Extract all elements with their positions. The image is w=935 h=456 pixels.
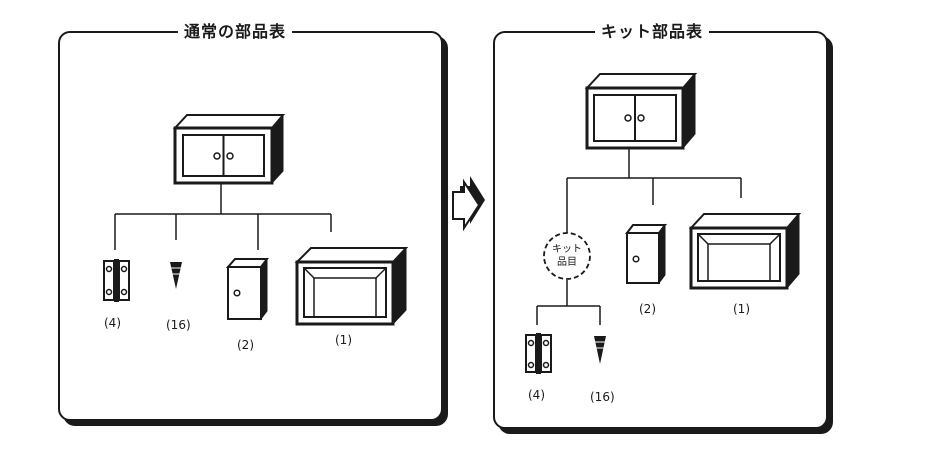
cabinet-body-icon [294,246,409,326]
bom-tree-lines [114,183,332,250]
qty-hinge: (4) [528,388,545,402]
qty-body: (1) [733,302,750,316]
kit-item-circle [543,232,591,280]
qty-body: (1) [335,333,352,347]
door-icon [225,257,269,321]
screw-icon [170,262,182,289]
panel-title: キット部品表 [595,20,710,44]
hinge-icon [525,333,552,374]
panel-title: 通常の部品表 [178,20,293,44]
normal-bom-panel: 通常の部品表 [58,20,443,421]
cabinet-icon [584,72,698,150]
screw-icon [594,336,606,364]
qty-door: (2) [237,338,254,352]
bom-tree-lines [536,148,742,325]
qty-hinge: (4) [104,316,121,330]
qty-screw: (16) [166,318,191,332]
door-icon [625,223,667,285]
qty-screw: (16) [590,390,615,404]
qty-door: (2) [639,302,656,316]
kit-item-label: キット品目 [552,244,582,268]
cabinet-body-icon [688,212,802,290]
arrow-right-icon [452,176,485,232]
cabinet-icon [172,113,286,185]
hinge-icon [103,259,130,302]
